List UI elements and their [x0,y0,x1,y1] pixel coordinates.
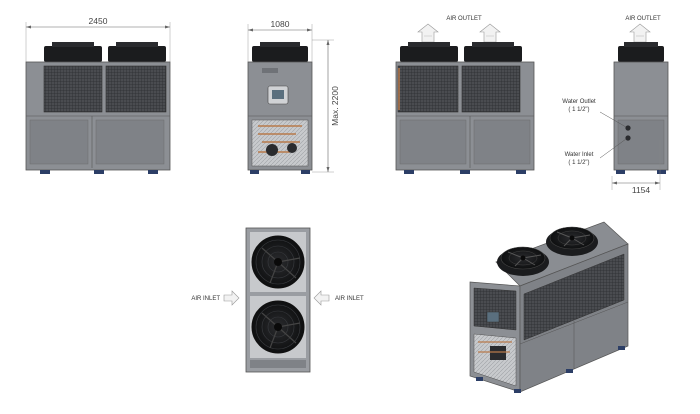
fan-icon [251,235,305,289]
arrow-left-icon [313,290,330,306]
connection-view: AIR OUTLET Water Outlet ( 1 1/2") Water … [562,16,669,195]
rear-view: AIR OUTLET [395,16,535,174]
fan-icon [497,246,549,276]
arrow-up-icon [417,23,439,43]
water-outlet-size-label: ( 1 1/2") [568,107,589,113]
dim-depth-label: 1080 [271,19,290,29]
compressor-icon [490,346,506,360]
air-outlet-label: AIR OUTLET [625,16,661,22]
air-outlet-label: AIR OUTLET [446,16,482,22]
air-inlet-label: AIR INLET [191,296,220,302]
dim-connection-offset-label: 1154 [632,185,651,195]
compressor-icon [266,144,278,156]
fan-top-icon [252,46,308,62]
fan-top-icon [400,46,458,62]
fan-icon [546,226,598,256]
air-inlet-label: AIR INLET [335,296,364,302]
isometric-view [469,221,629,393]
logo-plate [262,68,278,73]
copper-pipe [258,125,302,153]
arrow-up-icon [629,23,651,43]
dim-height-label: Max. 2200 [330,86,340,126]
fan-top-icon [108,46,166,62]
control-panel [486,311,500,323]
fan-top-icon [618,46,664,62]
compressor-icon [287,143,297,153]
arrow-up-icon [479,23,501,43]
water-inlet-label: Water Inlet [565,152,594,158]
fan-top-icon [44,46,102,62]
front-view: 2450 [25,16,171,174]
side-view: 1080 Max. 2200 [247,19,340,174]
water-inlet-port-icon [625,135,631,141]
arrow-right-icon [223,290,240,306]
fan-icon [251,300,305,354]
fan-top-icon [464,46,522,62]
water-inlet-size-label: ( 1 1/2") [568,160,589,166]
dim-width-label: 2450 [89,16,108,26]
water-outlet-label: Water Outlet [562,99,596,105]
water-outlet-port-icon [625,125,631,131]
top-view: AIR INLET AIR INLET [191,227,364,373]
